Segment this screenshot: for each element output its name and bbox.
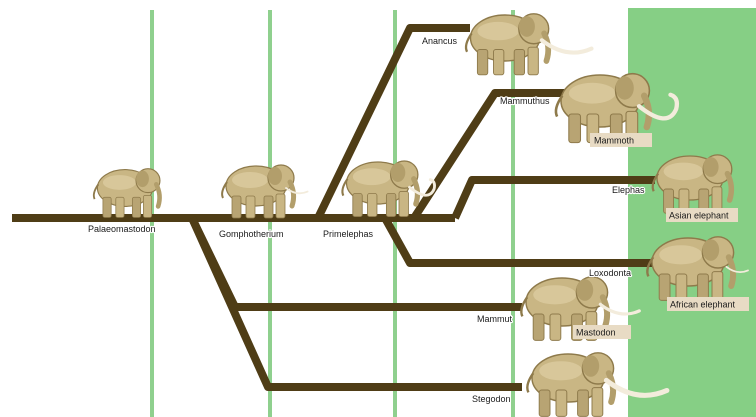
asian-elephant-label: Asian elephant (669, 211, 729, 221)
palaeomastodon-illustration (94, 169, 160, 218)
mastodon-label: Mastodon (576, 328, 616, 338)
anancus-illustration (466, 14, 591, 75)
elephas-label: Elephas (612, 185, 645, 195)
primelephas-label: Primelephas (323, 229, 374, 239)
african-elephant-label: African elephant (670, 300, 736, 310)
gomphotherium-illustration (222, 165, 308, 218)
gomphotherium-label: Gomphotherium (219, 229, 284, 239)
stegodon-branch (192, 218, 522, 387)
mammut-label: Mammut (477, 314, 513, 324)
loxodonta-branch (385, 218, 655, 263)
palaeomastodon-label: Palaeomastodon (88, 224, 156, 234)
stegodon-label: Stegodon (472, 394, 511, 404)
loxodonta-label: Loxodonta (589, 268, 631, 278)
mammoth-label: Mammoth (594, 136, 634, 146)
mammuthus-label: Mammuthus (500, 96, 550, 106)
mammuthus-branch (414, 93, 568, 218)
anancus-label: Anancus (422, 36, 458, 46)
